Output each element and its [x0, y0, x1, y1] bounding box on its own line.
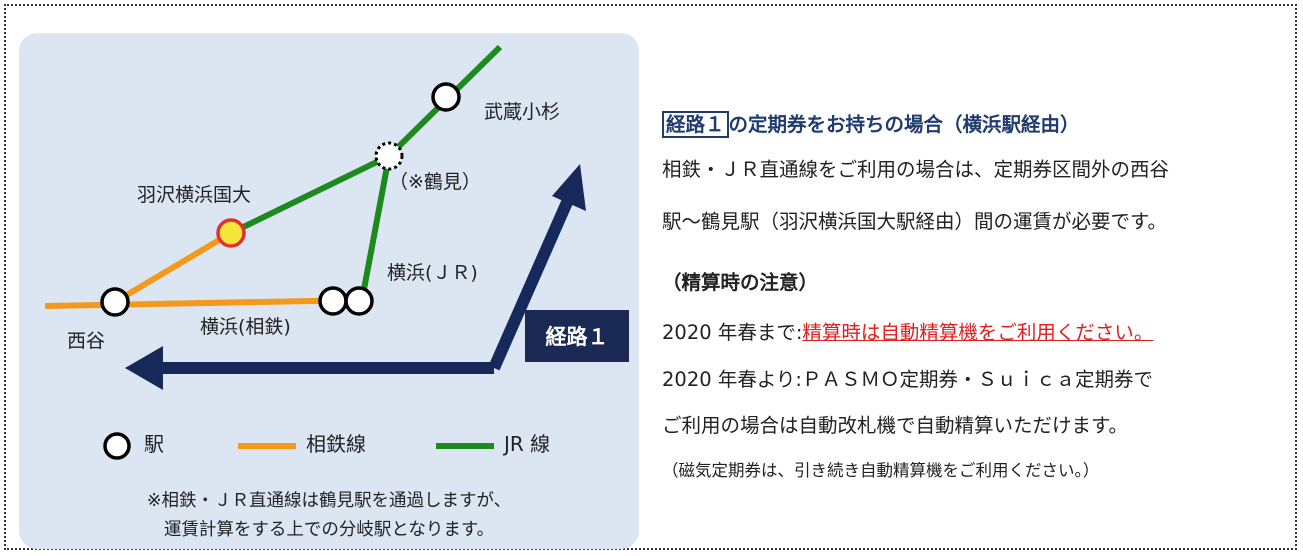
label-musashi-kosugi: 武蔵小杉	[484, 101, 561, 123]
station-yokohama-jr	[344, 286, 374, 316]
legend-station-label: 駅	[144, 432, 164, 456]
map-note-line2: 運賃計算をする上での分岐駅となります。	[163, 520, 495, 540]
label-yokohama-jr: 横浜(ＪＲ)	[387, 262, 478, 284]
station-nishiya	[100, 287, 130, 317]
info-from-line2: ご利用の場合は自動改札機で自動精算いただけます。	[662, 414, 1129, 437]
info-until-prefix: 2020 年春まで:	[662, 321, 803, 344]
info-from-line1: 2020 年春より:ＰＡＳＭＯ定期券・Ｓｕｉｃａ定期券で	[662, 368, 1154, 391]
info-para1-line2: 駅～鶴見駅（羽沢横浜国大駅経由）間の運賃が必要です。	[662, 210, 1168, 233]
info-until-line: 2020 年春まで:精算時は自動精算機をご利用ください。	[662, 316, 1153, 345]
legend-station-icon	[103, 432, 131, 460]
dotted-frame	[4, 4, 1297, 550]
info-subheading: （精算時の注意）	[662, 271, 819, 294]
route1-arrow-up-shaft	[488, 197, 574, 371]
station-tsurumi	[374, 141, 404, 171]
jr-line-hazawa-tsurumi	[229, 153, 391, 236]
station-yokohama-sotetsu	[318, 286, 348, 316]
station-hazawa	[216, 218, 246, 248]
sotetsu-line-main	[44, 297, 366, 309]
info-heading-rest: の定期券をお持ちの場合（横浜駅経由）	[728, 113, 1080, 136]
legend-jr-label: JR 線	[504, 432, 551, 456]
sotetsu-line-branch	[113, 230, 233, 305]
map-note-line1: ※相鉄・ＪＲ直通線は鶴見駅を通過しますが、	[146, 491, 512, 511]
legend-sotetsu-label: 相鉄線	[306, 432, 366, 456]
label-nishiya: 西谷	[67, 330, 106, 352]
route1-arrow-up-head	[552, 164, 586, 211]
info-until-red: 精算時は自動精算機をご利用ください。	[802, 321, 1154, 344]
label-tsurumi: （※鶴見）	[389, 171, 481, 193]
route1-badge: 経路１	[525, 310, 629, 362]
info-para1-line1: 相鉄・ＪＲ直通線をご利用の場合は、定期券区間外の西谷	[662, 158, 1170, 181]
label-yokohama-sotetsu: 横浜(相鉄)	[200, 316, 291, 338]
station-musashi-kosugi	[431, 82, 461, 112]
route1-boxed-label: 経路１	[662, 111, 729, 138]
label-hazawa: 羽沢横浜国大	[137, 184, 252, 206]
jr-line-tsurumi-yokohama	[359, 155, 392, 301]
info-footnote: （磁気定期券は、引き続き自動精算機をご利用ください。）	[662, 461, 1100, 480]
route1-arrow-left-head	[125, 346, 163, 390]
